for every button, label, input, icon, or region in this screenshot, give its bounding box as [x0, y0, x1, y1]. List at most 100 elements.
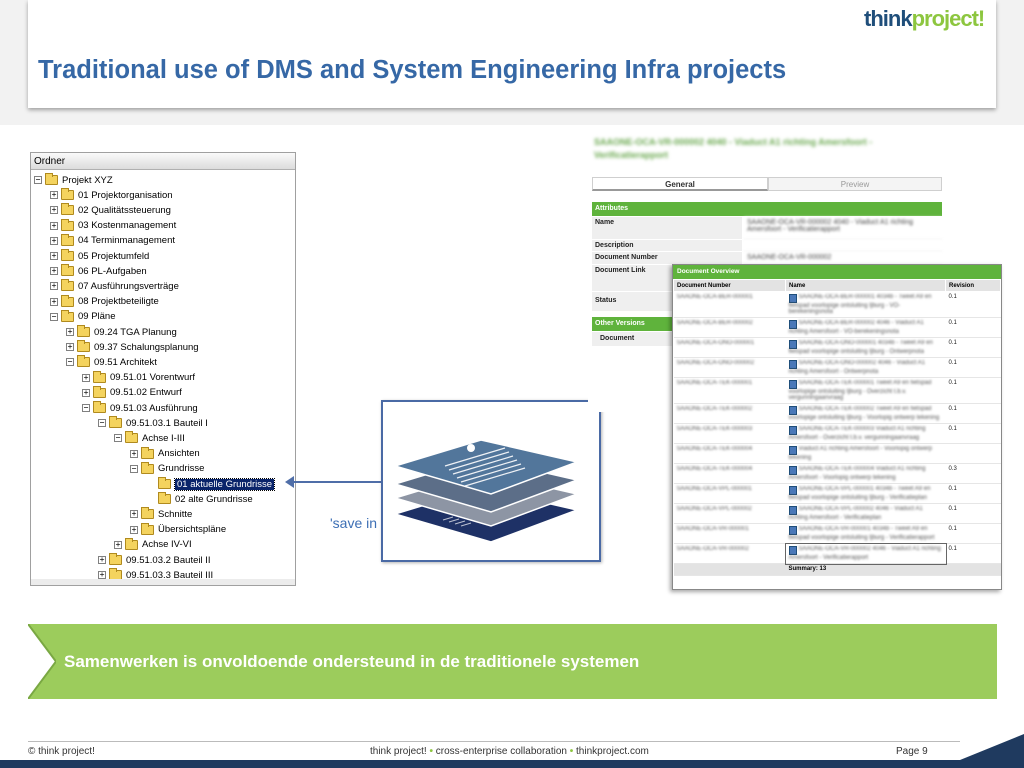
column-header[interactable]: Document Number: [673, 279, 786, 292]
expand-icon[interactable]: +: [50, 296, 58, 306]
document-name-cell[interactable]: SAAONE-OCA-VPL-000001 4034b - Tweet A9 e…: [785, 483, 946, 504]
document-name-cell[interactable]: SAAONE-OCA-ONO-000002 4046 - Viaduct A1 …: [785, 357, 946, 378]
tree-node[interactable]: +09.37 Schalungsplanung: [66, 340, 199, 354]
collapse-icon[interactable]: −: [130, 463, 138, 473]
tree-node[interactable]: +09.51.02 Entwurf: [82, 385, 182, 400]
collapse-icon[interactable]: −: [98, 418, 106, 428]
attribute-value: [744, 240, 942, 252]
expand-icon[interactable]: +: [66, 327, 74, 336]
document-name-cell[interactable]: SAAONE-OCA-TEK-000002 Tweet A9 en fietsp…: [785, 403, 946, 424]
folder-icon: [109, 416, 122, 429]
expand-icon[interactable]: +: [130, 524, 138, 534]
collapse-icon[interactable]: −: [82, 403, 90, 412]
expand-icon[interactable]: +: [50, 205, 58, 215]
collapse-icon[interactable]: −: [114, 433, 122, 443]
document-name-cell[interactable]: SAAONE-OCA-TEK-000003 Viaduct A1 richtin…: [785, 423, 946, 444]
tab-preview[interactable]: Preview: [768, 177, 942, 191]
tree-node[interactable]: +06 PL-Aufgaben: [50, 264, 147, 278]
collapse-icon[interactable]: −: [50, 311, 58, 321]
document-name: SAAONE-OCA-VPL-000001 4034b - Tweet A9 e…: [788, 486, 931, 501]
tree-node[interactable]: +09.51.03.2 Bauteil II: [98, 553, 211, 567]
document-name: Viaduct A1 richting Amersfoort - Voorlop…: [788, 446, 933, 461]
tree-node-label: 07 Ausführungsverträge: [78, 280, 179, 292]
collapse-icon[interactable]: −: [66, 357, 74, 367]
tree-node[interactable]: −Projekt XYZ: [34, 173, 113, 187]
tree-node[interactable]: +05 Projektumfeld: [50, 249, 149, 263]
tree-node[interactable]: − Achse I-III: [114, 431, 185, 445]
document-name-cell[interactable]: SAAONE-OCA-TEK-000004 Viaduct A1 richtin…: [785, 463, 946, 484]
expand-icon[interactable]: +: [50, 266, 58, 276]
document-name-cell[interactable]: SAAONE-OCA-BER-000001 4034b - Tweet A9 e…: [785, 291, 946, 318]
tree-node[interactable]: +Achse IV-VI: [114, 537, 192, 552]
tree-node[interactable]: +09.24 TGA Planung: [66, 325, 177, 339]
expand-icon[interactable]: +: [114, 539, 122, 549]
expand-icon[interactable]: +: [50, 251, 58, 260]
column-header[interactable]: Revision: [945, 279, 1001, 292]
tree-node[interactable]: −09 Pläne: [50, 309, 116, 324]
tree-node[interactable]: +09.51.01 Vorentwurf: [82, 370, 195, 385]
expand-icon[interactable]: +: [66, 342, 74, 352]
revision-cell: 0.1: [945, 291, 1001, 318]
footer-website: thinkproject.com: [576, 746, 649, 757]
tree-node[interactable]: +Übersichtspläne: [130, 522, 226, 537]
document-name-cell[interactable]: SAAONE-OCA-TEK-000001 Tweet A9 en fietsp…: [785, 377, 946, 404]
document-name-cell[interactable]: SAAONE-OCA-BER-000002 4046 - Viaduct A1 …: [785, 317, 946, 338]
tree-scrollbar[interactable]: [31, 579, 295, 585]
revision-cell: 0.1: [945, 357, 1001, 378]
document-number-cell: SAAONE-OCA-BER-000001: [673, 291, 786, 318]
expand-icon[interactable]: +: [98, 570, 106, 580]
expand-icon[interactable]: +: [50, 190, 58, 200]
tab-general[interactable]: General: [592, 177, 768, 191]
tree-node[interactable]: 01 aktuelle Grundrisse: [146, 477, 276, 491]
tree-node[interactable]: +Ansichten: [130, 446, 200, 461]
document-name-cell[interactable]: SAAONE-OCA-VR-000001 4034b - Tweet A9 en…: [785, 523, 946, 544]
tree-node[interactable]: +01 Projektorganisation: [50, 188, 173, 202]
collapse-icon[interactable]: −: [34, 175, 42, 184]
tree-node[interactable]: +07 Ausführungsverträge: [50, 279, 179, 293]
tree-node[interactable]: +04 Terminmanagement: [50, 233, 175, 248]
document-name-cell[interactable]: SAAONE-OCA-ONO-000001 4034b - Tweet A9 e…: [785, 337, 946, 358]
document-name-cell[interactable]: Viaduct A1 richting Amersfoort - Voorlop…: [785, 443, 946, 464]
tree-node[interactable]: +Schnitte: [130, 507, 192, 521]
folder-icon: [61, 233, 74, 246]
expand-icon[interactable]: +: [82, 387, 90, 397]
column-header[interactable]: Name: [785, 279, 946, 292]
summary-label: Summary: 13: [785, 563, 946, 576]
tree-node[interactable]: +03 Kostenmanagement: [50, 218, 176, 233]
document-number-cell: SAAONE-OCA-VPL-000001: [673, 483, 786, 504]
banner-chevron-shadow: [28, 624, 56, 699]
tree-node[interactable]: +08 Projektbeteiligte: [50, 294, 159, 309]
folder-icon: [61, 264, 74, 277]
expand-icon[interactable]: +: [98, 555, 106, 564]
expand-icon[interactable]: +: [130, 448, 138, 458]
tree-node-label: Achse I-III: [142, 432, 185, 444]
tree-node-label: 09.51.03.1 Bauteil I: [126, 417, 208, 429]
document-name-cell[interactable]: SAAONE-OCA-VPL-000002 4046 - Viaduct A1 …: [785, 503, 946, 524]
expand-icon[interactable]: +: [50, 220, 58, 230]
document-name-cell[interactable]: SAAONE-OCA-VR-000002 4046 - Viaduct A1 r…: [784, 542, 947, 565]
expand-icon[interactable]: +: [130, 509, 138, 519]
tree-node[interactable]: −09.51.03 Ausführung: [82, 401, 198, 415]
tree-node[interactable]: 02 alte Grundrisse: [146, 492, 253, 506]
tree-node[interactable]: −09.51 Architekt: [66, 355, 157, 369]
tree-node-label: 06 PL-Aufgaben: [78, 265, 147, 277]
tree-node[interactable]: −Grundrisse: [130, 461, 204, 476]
expand-icon[interactable]: +: [82, 372, 90, 382]
expand-icon[interactable]: +: [50, 281, 58, 291]
tree-node[interactable]: +02 Qualitätssteuerung: [50, 203, 171, 217]
expand-icon[interactable]: +: [50, 235, 58, 245]
tree-node[interactable]: − 09.51.03.1 Bauteil I: [98, 416, 208, 430]
